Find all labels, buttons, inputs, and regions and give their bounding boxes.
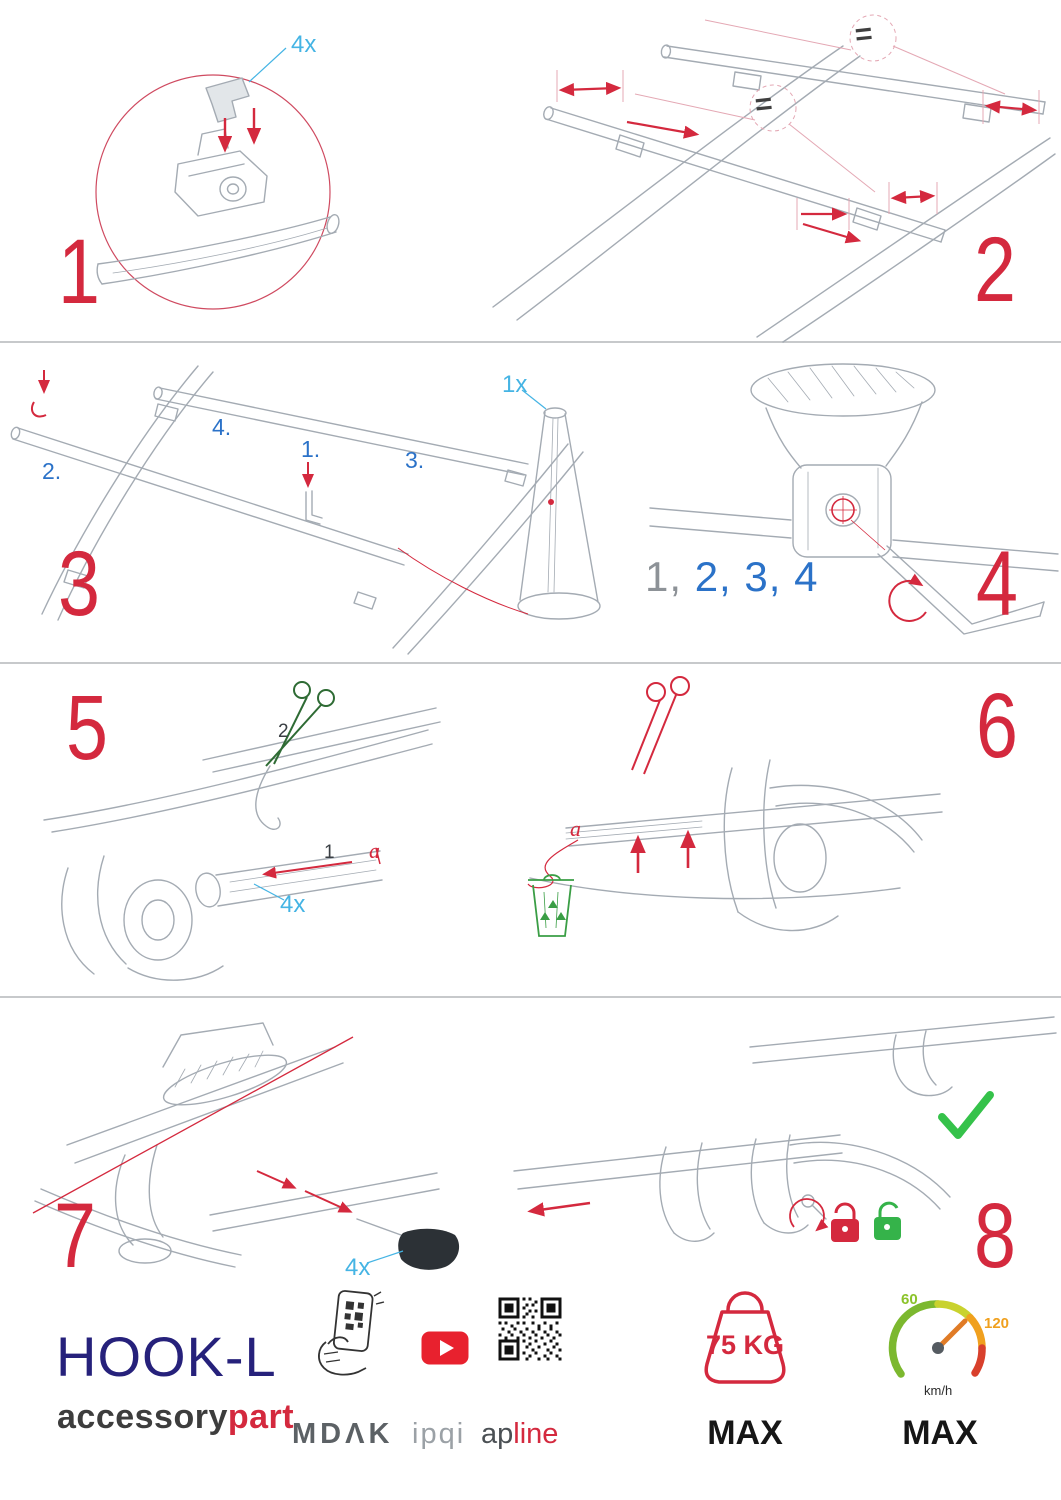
- step3-red-marks: [30, 370, 529, 615]
- speedometer-icon: [888, 1300, 986, 1378]
- qty-leader-line: [366, 1250, 404, 1264]
- padlock-locked-icon: [831, 1202, 859, 1242]
- step5-cut-label: 2: [278, 721, 289, 742]
- qty-leader-line: [521, 389, 547, 410]
- step7-illustration: [32, 1022, 460, 1270]
- step5-red-marks: [262, 847, 381, 879]
- step4-illustration: [649, 363, 1059, 635]
- step1-illustration: [95, 47, 340, 310]
- bars-and-rails-drawing: [492, 44, 1056, 343]
- partner-logo-ipqi: ipqi: [412, 1418, 466, 1450]
- step8-illustration: [513, 1016, 1057, 1242]
- step3-sub2: 2.: [42, 458, 62, 484]
- step7-number: 7: [54, 1185, 96, 1287]
- scissors-icon: [265, 681, 335, 767]
- weight-max-label: MAX: [707, 1414, 783, 1452]
- qty-leader-line: [248, 47, 287, 83]
- step5-qty-label: 4x: [280, 891, 306, 918]
- brand-accent-part: part: [227, 1398, 295, 1436]
- step2-equals-top: =: [853, 17, 875, 52]
- scissors-icon: [631, 676, 690, 775]
- padlock-unlocked-icon: [874, 1201, 901, 1240]
- equals-badge-mid: [749, 84, 797, 132]
- step3-number: 3: [58, 533, 100, 635]
- weight-limit-value: 75 KG: [705, 1330, 785, 1360]
- step2-number: 2: [974, 219, 1016, 321]
- step3-illustration: [10, 365, 601, 655]
- section-divider-3: [0, 996, 1061, 998]
- gauge-needle: [935, 1318, 968, 1351]
- step4-seq-first: 1,: [645, 553, 683, 600]
- allen-key-drawing: [305, 490, 323, 525]
- spacing-arrows: [558, 81, 1038, 244]
- checkmark-icon: [938, 1091, 994, 1139]
- weight-limit-icon: [704, 1291, 786, 1384]
- phone-scan-icon: [318, 1290, 385, 1376]
- step4-seq-rest: 2, 3, 4: [694, 553, 819, 600]
- brand-dark-part: accessory: [57, 1398, 228, 1436]
- equals-badge-top: [849, 14, 897, 62]
- insert-arrows: [217, 108, 262, 153]
- step8-number: 8: [974, 1185, 1016, 1287]
- clamp-closeup-drawing: [649, 363, 1059, 635]
- section-divider-1: [0, 341, 1061, 343]
- step5-illustration: [43, 681, 441, 981]
- partner-logo-apline: apline: [481, 1420, 558, 1449]
- speed-min-label: 60: [901, 1291, 918, 1308]
- step3-sub3: 3.: [405, 447, 425, 473]
- step2-illustration: [492, 14, 1056, 343]
- brand-logo: accessorypart: [57, 1398, 294, 1437]
- product-name: HOOK-L: [56, 1325, 277, 1388]
- step2-equals-mid: =: [753, 87, 775, 122]
- bolt-dot: [548, 499, 554, 505]
- lock-step-drawing: [513, 1016, 1057, 1242]
- youtube-icon: [421, 1331, 469, 1365]
- step4-sequence: 1, 2, 3, 4: [645, 556, 818, 598]
- step3-sub1: 1.: [301, 436, 321, 462]
- step3-qty-label: 1x: [502, 371, 528, 398]
- strip-insert-drawing: [43, 707, 441, 981]
- qty-leader-line: [253, 883, 285, 901]
- step6-edge-label: a: [570, 816, 581, 841]
- speed-max-label: MAX: [902, 1414, 978, 1452]
- step5-edge-label: a: [369, 838, 380, 863]
- step8-red-marks: [527, 1198, 829, 1232]
- endcap-drawing: [34, 1022, 460, 1270]
- step4-number: 4: [976, 533, 1018, 635]
- apline-dark-part: ap: [481, 1418, 514, 1450]
- apline-accent-part: line: [513, 1418, 559, 1450]
- step5-insert-label: 1: [324, 842, 335, 863]
- clamp-drawing: [96, 77, 340, 285]
- measure-guides: [556, 14, 1040, 230]
- speed-max-value-label: 120: [984, 1315, 1010, 1332]
- step1-number: 1: [58, 221, 100, 323]
- step1-qty-label: 4x: [291, 31, 317, 58]
- partner-logo-mdak: MDΛK: [292, 1418, 394, 1450]
- trash-recycle-icon: [528, 874, 574, 937]
- step6-illustration: [527, 676, 943, 937]
- roof-bars-drawing: [10, 365, 601, 655]
- strip-trim-drawing: [529, 759, 943, 932]
- step6-number: 6: [976, 675, 1018, 777]
- step5-number: 5: [66, 677, 108, 779]
- qr-code: [498, 1297, 562, 1361]
- step3-sub4: 4.: [212, 414, 232, 440]
- push-up-arrows: [630, 829, 696, 873]
- step4-red-marks: [829, 496, 927, 622]
- gauge-pivot: [932, 1342, 944, 1354]
- cap-arrows: [256, 1170, 353, 1213]
- alignment-red-line: [32, 1036, 354, 1214]
- section-divider-2: [0, 662, 1061, 664]
- step7-qty-label: 4x: [345, 1254, 371, 1281]
- speed-unit-label: km/h: [924, 1383, 953, 1398]
